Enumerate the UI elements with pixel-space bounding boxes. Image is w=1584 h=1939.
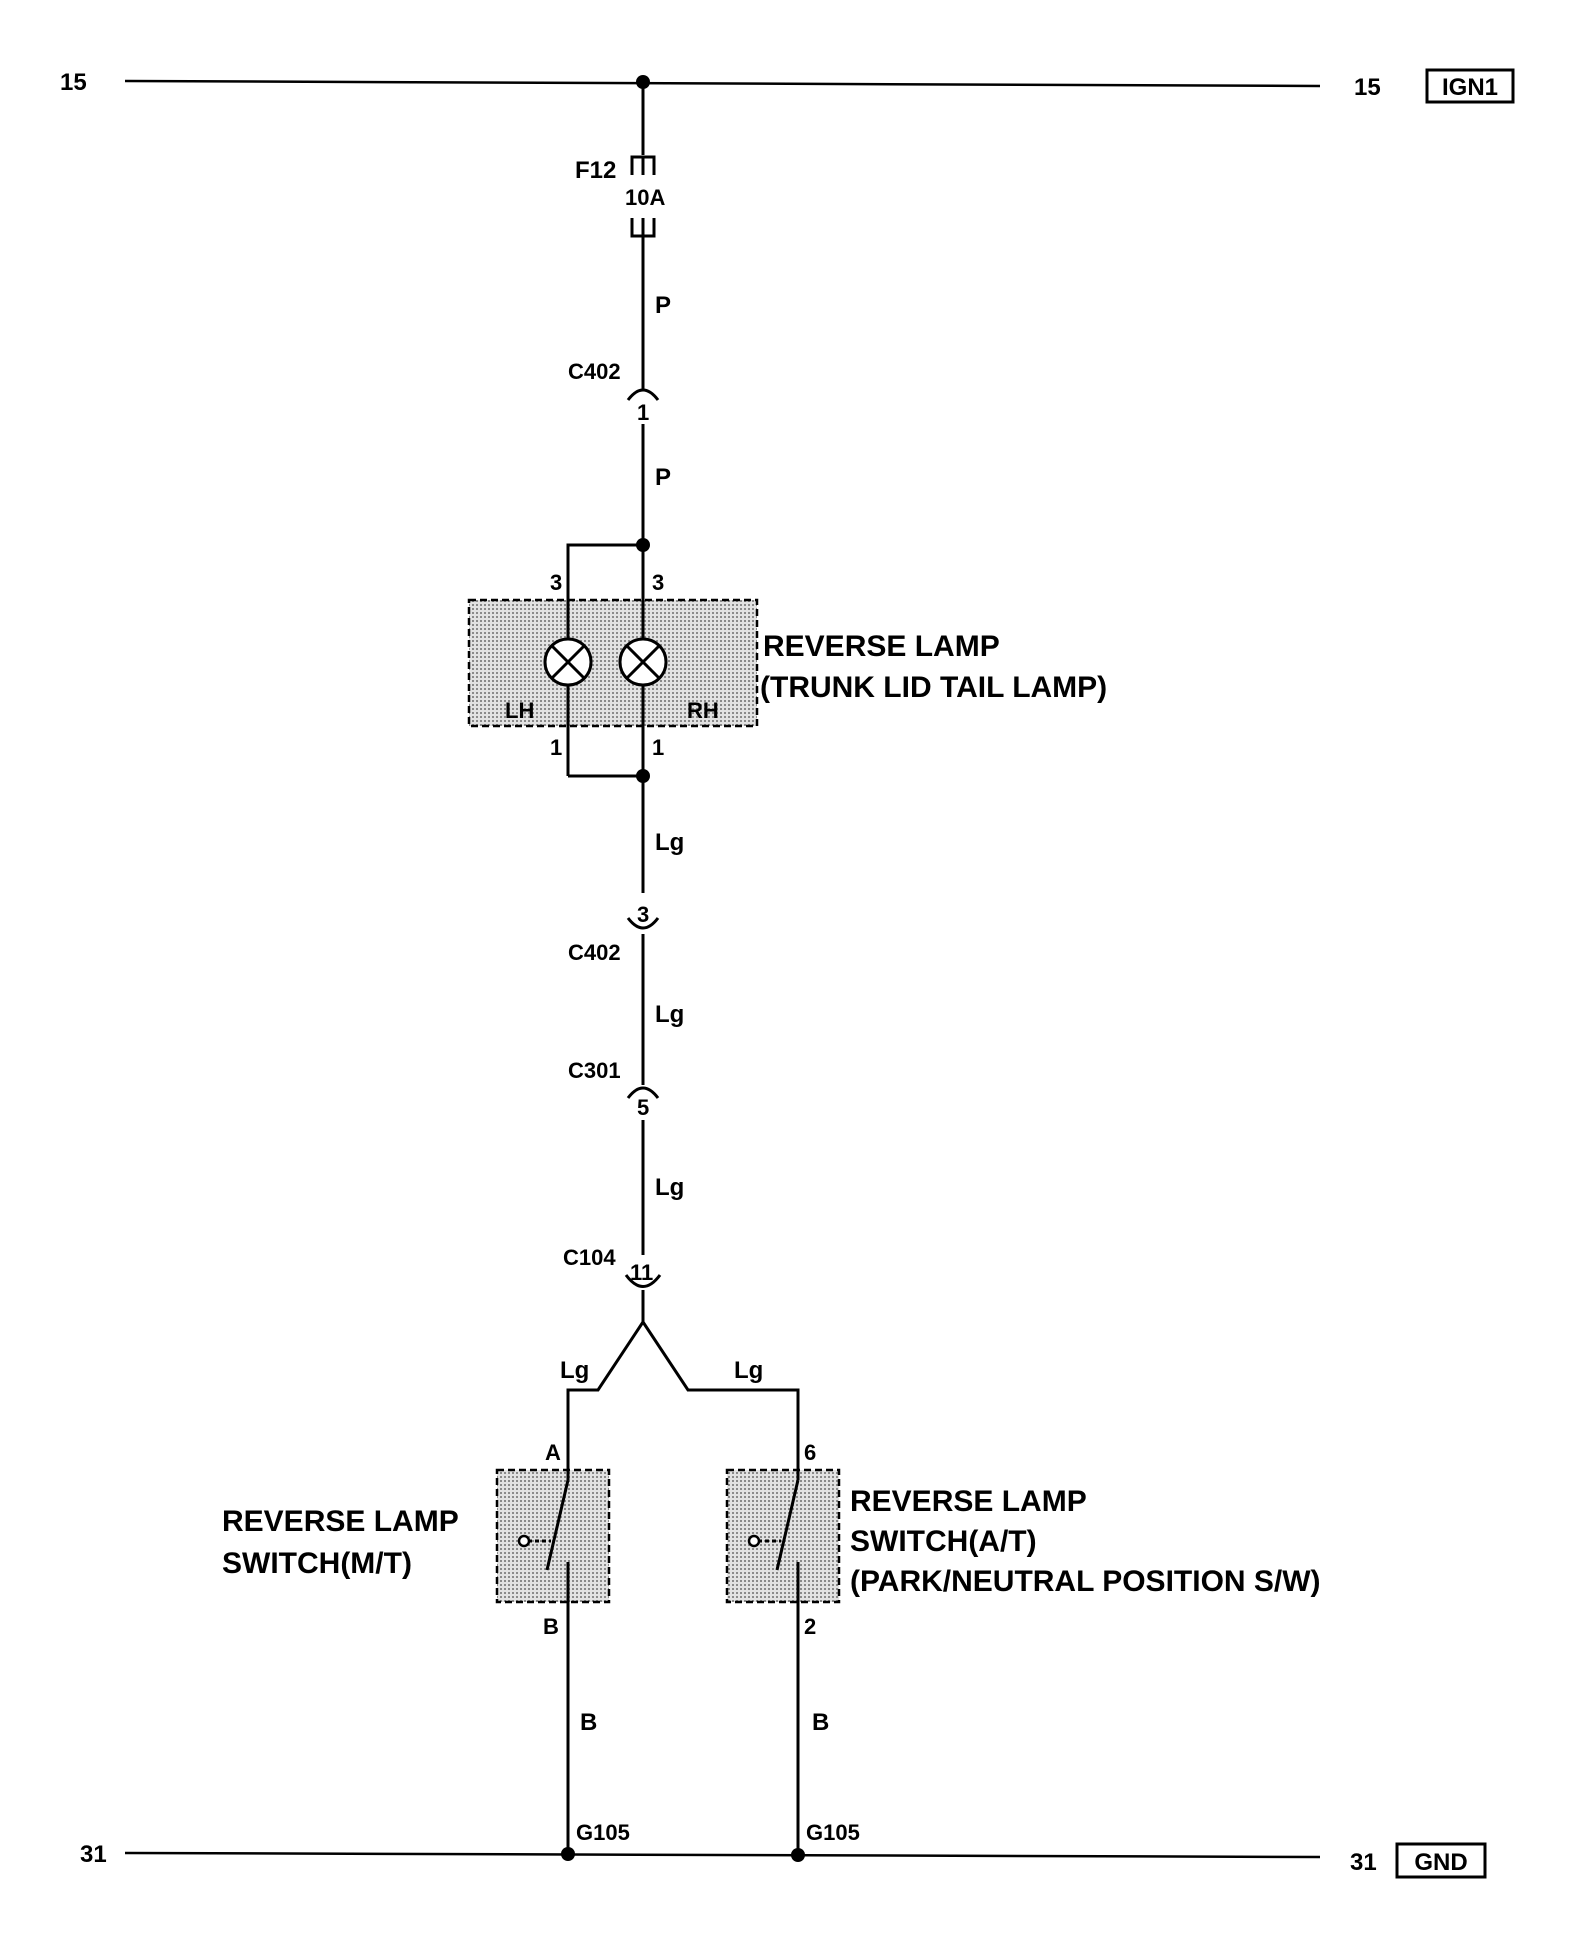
connector-c402-pin1: C402 1: [568, 359, 660, 425]
bottom-bus: 31 G105 G105 31 GND: [80, 1820, 1487, 1879]
switch-at-pin-top: 6: [804, 1440, 816, 1465]
ground-junction-right: [791, 1848, 805, 1862]
reverse-lamp-assembly: 3 3 LH RH 1 1 REVERSE LAMP (TRUNK LID TA…: [467, 538, 1107, 783]
wire-color-lg-1: Lg: [655, 829, 684, 856]
c301-name: C301: [568, 1058, 621, 1083]
c104-name: C104: [563, 1245, 616, 1270]
connector-c402-pin3: 3 C402: [568, 902, 660, 965]
fuse-name: F12: [575, 157, 616, 184]
ground-label-right: G105: [806, 1820, 860, 1845]
wire-color-b-left: B: [580, 1709, 597, 1736]
ground-junction-left: [561, 1847, 575, 1861]
lamp-rh-pin-top: 3: [652, 570, 664, 595]
c104-pin: 11: [630, 1260, 653, 1285]
switch-mt-label-line1: REVERSE LAMP: [222, 1505, 459, 1538]
lamp-rh-label: RH: [687, 698, 719, 723]
wire-color-lg-left: Lg: [560, 1357, 589, 1384]
c301-pin: 5: [637, 1095, 649, 1120]
switch-at-housing: [725, 1468, 841, 1604]
lamp-lh-pin-bottom: 1: [550, 735, 562, 760]
top-bus-right-label: 15: [1354, 74, 1381, 101]
switch-mt-pin-bottom: B: [543, 1614, 559, 1639]
wire-color-p-lower: P: [655, 464, 671, 491]
connector-c104: C104 11: [563, 1245, 662, 1288]
ign1-tag-box: [1425, 68, 1515, 104]
switch-at-label-line3: (PARK/NEUTRAL POSITION S/W): [850, 1565, 1321, 1598]
lamp-lh-label: LH: [505, 698, 534, 723]
gnd-tag-box: [1395, 1842, 1487, 1879]
wire-color-lg-right: Lg: [734, 1357, 763, 1384]
reverse-lamp-label-line1: REVERSE LAMP: [763, 630, 1000, 663]
switch-mt-pin-top: A: [545, 1440, 561, 1465]
ign1-tag: IGN1: [1442, 74, 1498, 101]
c402-bottom-pin: 3: [637, 902, 649, 927]
wire-color-p-upper: P: [655, 292, 671, 319]
connector-c301: C301 5: [568, 1058, 660, 1120]
top-bus: 15 15 IGN1: [60, 68, 1515, 104]
switch-at-pin-bottom: 2: [804, 1614, 816, 1639]
fuse-rating: 10A: [625, 185, 665, 210]
bottom-bus-right-label: 31: [1350, 1849, 1377, 1876]
lamp-lh-pin-top: 3: [550, 570, 562, 595]
switch-mt-housing: [495, 1468, 611, 1604]
top-bus-left-label: 15: [60, 69, 87, 96]
bottom-bus-left-label: 31: [80, 1841, 107, 1868]
switch-at-actuator: [747, 1534, 761, 1548]
fuse-f12: F12 10A: [575, 82, 665, 238]
reverse-lamp-switch-at: 6 2 REVERSE LAMP SWITCH(A/T) (PARK/NEUTR…: [725, 1440, 1321, 1856]
reverse-lamp-switch-mt: A B REVERSE LAMP SWITCH(M/T): [222, 1440, 611, 1856]
switch-at-label-line1: REVERSE LAMP: [850, 1485, 1087, 1518]
c402-top-pin: 1: [637, 400, 649, 425]
reverse-lamp-housing: [467, 598, 759, 728]
wire-color-b-right: B: [812, 1709, 829, 1736]
gnd-tag: GND: [1414, 1849, 1467, 1876]
wire-color-lg-2: Lg: [655, 1001, 684, 1028]
switch-mt-label-line2: SWITCH(M/T): [222, 1547, 412, 1580]
switch-at-label-line2: SWITCH(A/T): [850, 1525, 1037, 1558]
lamp-bulb-lh: [543, 637, 593, 687]
c402-top-name: C402: [568, 359, 621, 384]
lamp-rh-pin-bottom: 1: [652, 735, 664, 760]
reverse-lamp-label-line2: (TRUNK LID TAIL LAMP): [760, 671, 1107, 704]
wire-color-lg-3: Lg: [655, 1174, 684, 1201]
lamp-bulb-rh: [618, 637, 668, 687]
switch-mt-actuator: [517, 1534, 531, 1548]
ground-label-left: G105: [576, 1820, 630, 1845]
c402-bottom-name: C402: [568, 940, 621, 965]
